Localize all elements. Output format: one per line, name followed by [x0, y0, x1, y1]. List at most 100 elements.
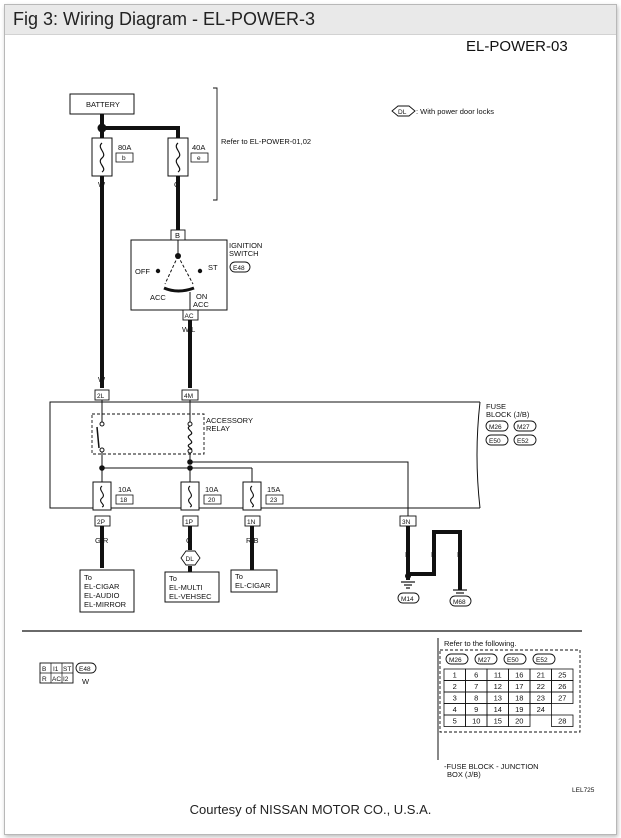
svg-text:R: R [42, 676, 47, 683]
svg-text:G: G [174, 180, 180, 189]
svg-text:E52: E52 [517, 438, 529, 445]
svg-text:E50: E50 [489, 438, 501, 445]
fuse-table-number: 11 [494, 671, 502, 680]
fuse-table-cell [529, 703, 552, 716]
svg-text:W: W [98, 180, 106, 189]
svg-text:I2: I2 [63, 676, 69, 683]
svg-text:ACC: ACC [193, 300, 209, 309]
svg-text:EL-MIRROR: EL-MIRROR [84, 600, 127, 609]
svg-text:10A: 10A [118, 485, 131, 494]
title-bar: Fig 3: Wiring Diagram - EL-POWER-3 [5, 5, 616, 35]
svg-text:To: To [169, 574, 177, 583]
svg-text:EL-CIGAR: EL-CIGAR [84, 582, 120, 591]
fuse-block-outline [49, 401, 481, 509]
svg-text:ON: ON [196, 292, 207, 301]
svg-text:W: W [82, 677, 90, 686]
svg-text:EL-MULTI: EL-MULTI [169, 583, 203, 592]
fuse-table-number: 20 [515, 717, 523, 726]
wire-rb: R/B [246, 536, 259, 545]
svg-text:B: B [431, 550, 436, 559]
svg-text:10A: 10A [205, 485, 218, 494]
svg-text:DL: DL [186, 556, 195, 563]
svg-text:E48: E48 [79, 666, 91, 673]
svg-text:M27: M27 [517, 424, 530, 431]
fuse-80a: 80A b W [91, 137, 134, 189]
svg-text:15A: 15A [267, 485, 280, 494]
fuse-table-number: 9 [474, 705, 478, 714]
svg-text:E50: E50 [507, 657, 519, 664]
window-title: Fig 3: Wiring Diagram - EL-POWER-3 [13, 9, 316, 29]
svg-text:M26: M26 [489, 424, 502, 431]
svg-text:2L: 2L [97, 393, 105, 400]
svg-text:EL-VEHSEC: EL-VEHSEC [169, 592, 212, 601]
fuse-block-note-1: -FUSE BLOCK - JUNCTION [444, 762, 539, 771]
svg-text:E52: E52 [536, 657, 548, 664]
refer-note: Refer to EL-POWER-01,02 [221, 137, 311, 146]
svg-text:M27: M27 [478, 657, 491, 664]
refer-box [439, 649, 581, 733]
svg-text:3N: 3N [402, 519, 411, 526]
ground-m14: M14 [401, 596, 414, 603]
fuse-table-number: 25 [558, 671, 566, 680]
svg-text:ST: ST [208, 263, 218, 272]
svg-text:B: B [457, 550, 462, 559]
svg-text:To: To [235, 572, 243, 581]
svg-text:4M: 4M [184, 393, 193, 400]
dest-box-3: To EL-CIGAR [230, 569, 278, 593]
internal-bus [101, 452, 409, 516]
svg-text:23: 23 [270, 497, 278, 504]
svg-text:80A: 80A [118, 143, 131, 152]
svg-text:B: B [175, 231, 180, 240]
svg-text:1N: 1N [247, 519, 256, 526]
fuse-18: 10A 18 [92, 481, 134, 511]
svg-text:To: To [84, 573, 92, 582]
refer-bracket [213, 87, 218, 201]
credit-line: Courtesy of NISSAN MOTOR CO., U.S.A. [189, 802, 432, 817]
wire-gr: G/R [95, 536, 109, 545]
dest-box-2: To EL-MULTI EL-VEHSEC [164, 571, 220, 603]
fuse-table-number: 4 [453, 705, 457, 714]
fuse-23: 15A 23 [242, 481, 284, 511]
svg-text:B: B [42, 666, 46, 673]
svg-text:18: 18 [120, 497, 128, 504]
legend-symbol: DL [398, 109, 407, 116]
fuse-table-number: 16 [515, 671, 523, 680]
ignition-switch: B OFF ST ACC ON ACC AC IGNITION SWITCH E… [130, 229, 262, 334]
fuse-table-number: 26 [558, 682, 566, 691]
refer-connectors: M26 M27 E50 E52 [445, 653, 556, 665]
svg-text:ACC: ACC [150, 293, 166, 302]
fuse-table-number: 19 [515, 705, 523, 714]
svg-text:FUSE: FUSE [486, 402, 506, 411]
svg-text:W/L: W/L [182, 325, 195, 334]
svg-text:ACCESSORY: ACCESSORY [206, 416, 253, 425]
dest-box-1: To EL-CIGAR EL-AUDIO EL-MIRROR [79, 569, 135, 613]
svg-text:E48: E48 [233, 265, 245, 272]
svg-text:20: 20 [208, 497, 216, 504]
svg-text:AC: AC [185, 313, 194, 320]
svg-text:40A: 40A [192, 143, 205, 152]
fuse-block-note-2: BOX (J/B) [447, 770, 481, 779]
fuse-table-cell [508, 714, 531, 727]
svg-text:I1: I1 [53, 666, 59, 673]
fuse-table-number: 12 [494, 682, 502, 691]
fuse-table-number: 10 [472, 717, 480, 726]
fuse-table-number: 14 [494, 705, 502, 714]
svg-text:SWITCH: SWITCH [229, 249, 259, 258]
fuse-table-cell [551, 691, 574, 704]
svg-text:M26: M26 [449, 657, 462, 664]
svg-text:RELAY: RELAY [206, 424, 230, 433]
svg-text:BLOCK (J/B): BLOCK (J/B) [486, 410, 530, 419]
fuse-table-number: 15 [494, 717, 502, 726]
fuse-table-number: 3 [453, 694, 457, 703]
legend: DL : With power door locks [391, 105, 494, 117]
fuse-table-number: 5 [453, 717, 457, 726]
output-pins: 2P 1P 1N 3N [94, 515, 417, 527]
fuse-table-number: 7 [474, 682, 478, 691]
fuse-table-number: 6 [474, 671, 478, 680]
svg-text:EL-CIGAR: EL-CIGAR [235, 581, 271, 590]
accessory-relay: ACCESSORY RELAY [91, 400, 253, 455]
fuse-table-number: 23 [537, 694, 545, 703]
connector-face-e48: B I1 ST R AC I2 E48 W [39, 662, 97, 686]
